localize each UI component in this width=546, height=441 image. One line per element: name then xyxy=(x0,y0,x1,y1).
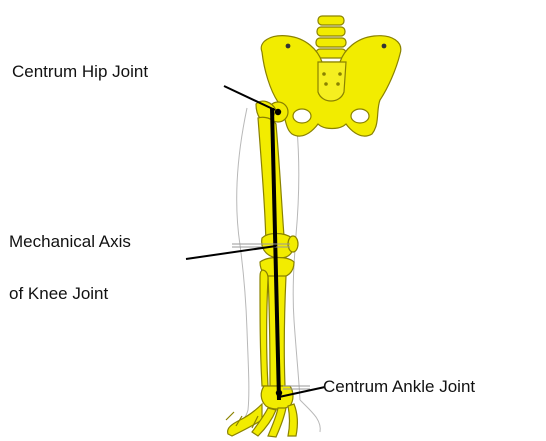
hip-joint-center-marker xyxy=(275,109,281,115)
ankle-joint-center-marker xyxy=(276,390,282,396)
mechanical-axis-leader-line xyxy=(186,246,276,259)
ankle-joint-label: Centrum Ankle Joint xyxy=(323,377,475,397)
knee-joint-label: of Knee Joint xyxy=(9,284,108,304)
mechanical-axis-label: Mechanical Axis xyxy=(9,232,131,252)
foot-bones xyxy=(226,386,297,437)
hip-joint-leader-line xyxy=(224,86,275,110)
hip-joint-label: Centrum Hip Joint xyxy=(12,62,148,82)
